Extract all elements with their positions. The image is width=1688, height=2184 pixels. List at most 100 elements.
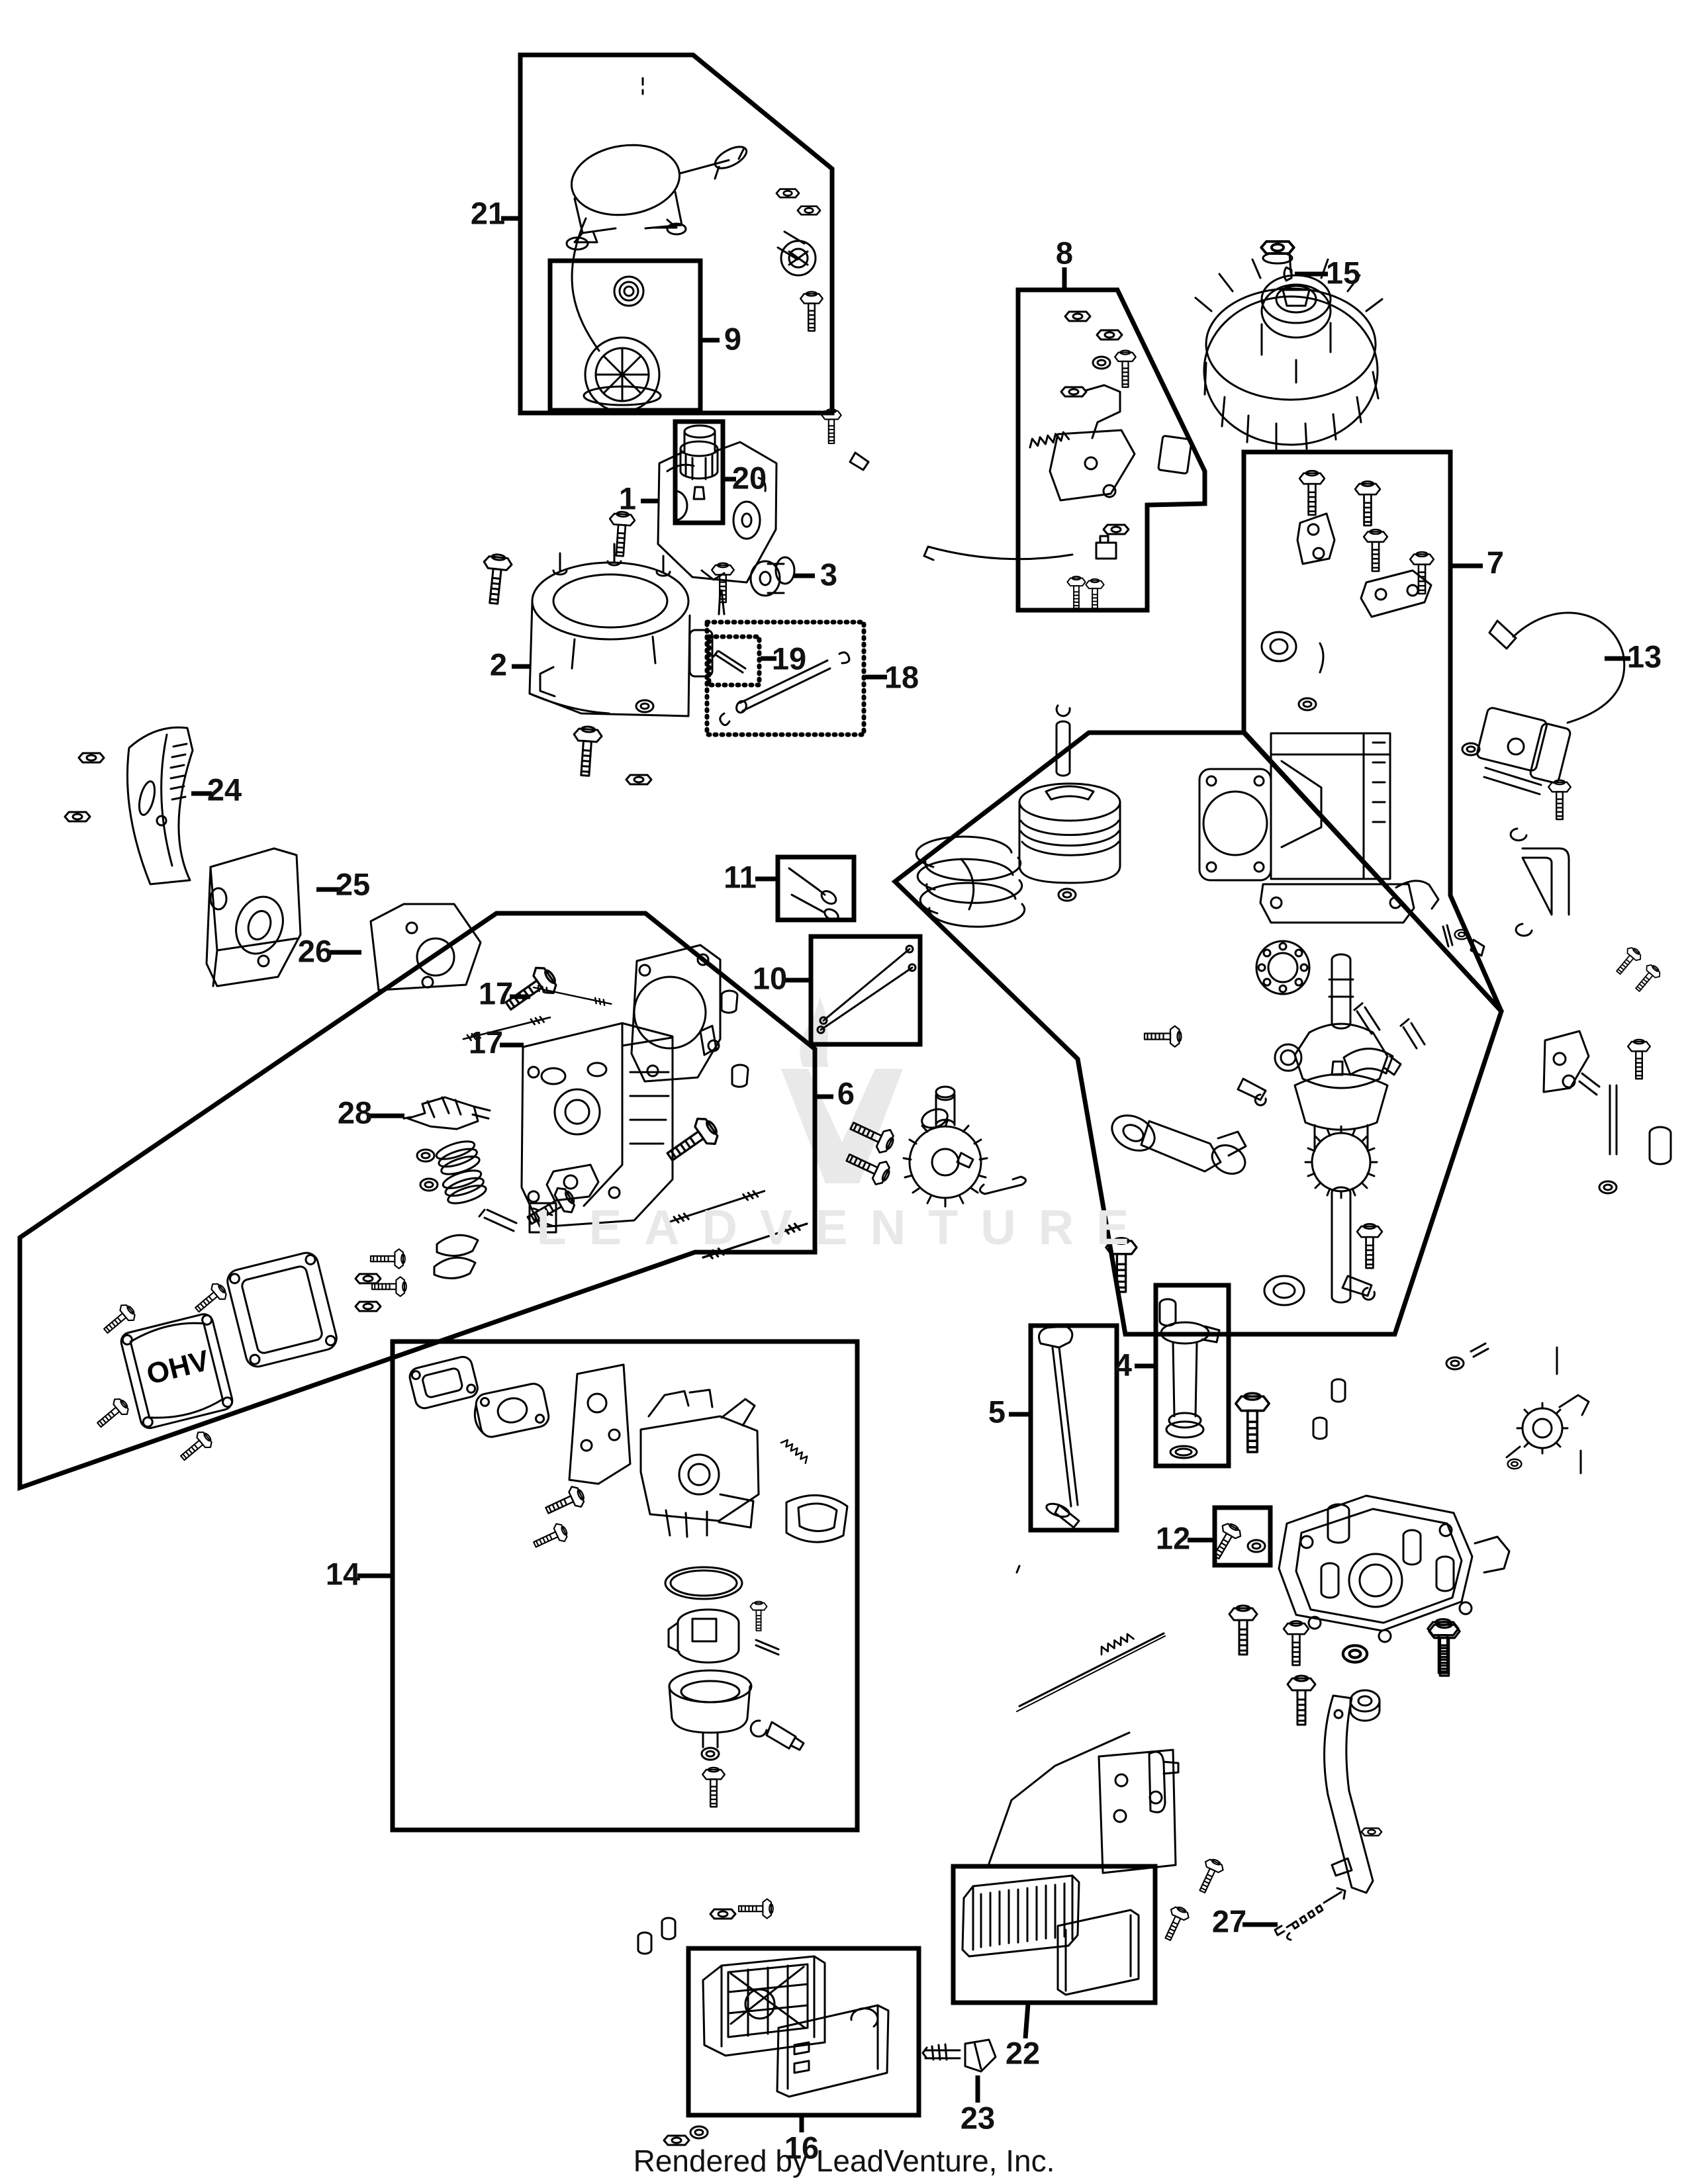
carburetor-group [408, 1355, 849, 1808]
ignition-coil [1461, 612, 1626, 821]
drain-screw [749, 1719, 805, 1751]
oil-fill-tube [1158, 1298, 1221, 1459]
pin [1470, 1342, 1489, 1358]
part-label-9[interactable]: 9 [724, 322, 741, 357]
part-label-7[interactable]: 7 [1487, 545, 1504, 580]
nut [709, 1908, 737, 1920]
float-pin2 [755, 1639, 780, 1656]
part-label-23[interactable]: 23 [961, 2101, 995, 2136]
part-label-27[interactable]: 27 [1212, 1904, 1246, 1939]
flywheel-brake-box [1015, 287, 1207, 613]
guide-pin [712, 650, 747, 674]
governor-arm [1323, 1694, 1383, 1894]
base-stud [570, 725, 604, 778]
governor-bracket [1542, 1030, 1601, 1096]
part-label-16[interactable]: 16 [784, 2130, 819, 2165]
rocker-nut [354, 1273, 382, 1285]
piston-pin [1055, 704, 1071, 777]
rocker-bolt [371, 1276, 407, 1297]
head-gasket [630, 944, 722, 1083]
flywheel-key [1283, 266, 1293, 282]
oil-fill-tube-box [1153, 1283, 1231, 1469]
drain-screw-box [1212, 1505, 1273, 1568]
starter-rope [571, 217, 600, 352]
cover-screw [175, 1428, 216, 1467]
head-stud-17 [532, 983, 613, 1008]
part-label-12[interactable]: 12 [1156, 1521, 1190, 1556]
part-label-11[interactable]: 11 [724, 860, 757, 895]
footer-credit: Rendered by LeadVenture, Inc. [633, 2144, 1055, 2178]
piston [1018, 782, 1121, 902]
air-cleaner-box [686, 1946, 921, 2118]
bolt [1282, 1620, 1310, 1666]
carb-spring [780, 1437, 811, 1465]
screw [1192, 1855, 1227, 1897]
blower-housing [528, 543, 714, 717]
cover-screw [190, 1279, 231, 1318]
muffler-heat-shield [369, 903, 482, 991]
washer [1598, 1180, 1618, 1195]
part-label-17[interactable]: 17 [479, 976, 513, 1011]
part-label-17[interactable]: 17 [469, 1025, 503, 1060]
nut [77, 752, 105, 764]
leadventure-watermark-text: LEADVENTURE [536, 1200, 1152, 1255]
cylinder-head-region [17, 911, 818, 1491]
governor-linkage [988, 1565, 1180, 1874]
part-label-6[interactable]: 6 [837, 1076, 855, 1111]
piston-rings [915, 835, 1026, 928]
governor-spring [1274, 1887, 1346, 1941]
part-label-14[interactable]: 14 [326, 1557, 360, 1592]
part-label-25[interactable]: 25 [336, 867, 370, 902]
filter-knob-screw [921, 2038, 997, 2073]
compression-release-spring [979, 1175, 1027, 1195]
rod-cap-bolts [1353, 1002, 1426, 1050]
part-label-10[interactable]: 10 [753, 961, 787, 996]
crankshaft-piston-region [891, 730, 1504, 1337]
part-label-5[interactable]: 5 [988, 1394, 1006, 1430]
part-label-4[interactable]: 4 [1115, 1347, 1132, 1383]
part-label-15[interactable]: 15 [1326, 255, 1360, 291]
rocker-nut [354, 1300, 382, 1312]
dipstick-box [1028, 1323, 1119, 1533]
breather-tube [1521, 847, 1570, 916]
oil-dipstick [1038, 1325, 1080, 1529]
muffler-guard [126, 726, 194, 886]
hose-clamp [1509, 827, 1533, 937]
starter-cup-spool [710, 556, 796, 615]
guide-tube [719, 651, 851, 726]
part-label-3[interactable]: 3 [820, 557, 837, 592]
carburetor-body [639, 1388, 760, 1538]
valve-box [775, 854, 857, 923]
bolt [1626, 1038, 1652, 1080]
part-label-2[interactable]: 2 [490, 647, 507, 682]
spark-plug [402, 1096, 491, 1130]
part-label-22[interactable]: 22 [1006, 2036, 1040, 2071]
screw [1630, 961, 1664, 996]
carburetor-box [390, 1339, 860, 1833]
part-label-19[interactable]: 19 [772, 641, 806, 676]
bowl-oring [664, 1566, 743, 1600]
part-label-1[interactable]: 1 [619, 481, 636, 516]
part-label-18[interactable]: 18 [884, 660, 919, 695]
washer [635, 699, 655, 713]
spark-plug-wire [1512, 612, 1626, 724]
ohv-cover-text: OHV [144, 1344, 213, 1391]
air-filter-element-box [951, 1864, 1158, 2005]
part-label-28[interactable]: 28 [338, 1095, 372, 1130]
part-label-21[interactable]: 21 [471, 196, 505, 231]
dowel [1312, 1378, 1346, 1440]
part-label-8[interactable]: 8 [1056, 236, 1073, 271]
part-label-13[interactable]: 13 [1627, 639, 1662, 674]
fuel-cap [679, 440, 719, 500]
sump-bolt [1228, 1604, 1258, 1656]
nut [625, 774, 653, 786]
recoil-starter-box [518, 52, 835, 416]
link-plate [1341, 1275, 1376, 1301]
spacer [637, 1917, 677, 1955]
part-label-26[interactable]: 26 [298, 934, 332, 969]
part-label-24[interactable]: 24 [207, 772, 242, 807]
part-label-20[interactable]: 20 [732, 461, 767, 496]
link [1237, 1077, 1267, 1107]
sump-bolt-long [1235, 1392, 1270, 1453]
